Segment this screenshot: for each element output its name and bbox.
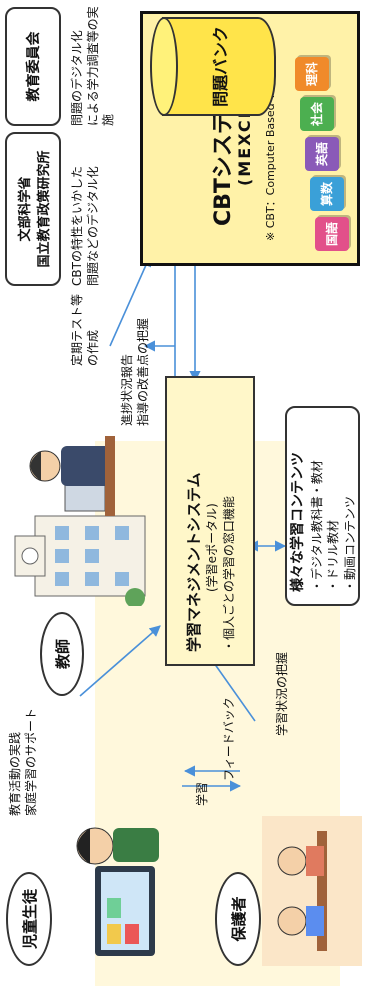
mext-caption-line-2: 問題などのデジタル化 bbox=[85, 166, 100, 286]
subject-books: 国語 算数 英語 社会 理科 bbox=[285, 16, 355, 256]
board-caption: 問題のデジタル化 による学力調査等の実施 bbox=[70, 0, 117, 126]
teacher-support-text: 教育活動の実践 家庭学習のサポート bbox=[8, 708, 39, 816]
arrow-teacher-support bbox=[79, 625, 161, 697]
book-sansu: 算数 bbox=[310, 177, 344, 211]
mext-line-1: 文部科学省 bbox=[18, 176, 33, 242]
guardian-oval: 保護者 bbox=[215, 872, 261, 966]
teacher-support-line-1: 教育活動の実践 bbox=[8, 731, 22, 816]
mext-line-2: 国立教育政策研究所 bbox=[37, 150, 52, 268]
book-kokugo: 国語 bbox=[315, 217, 349, 251]
bank-label: 問題バンク bbox=[211, 26, 230, 107]
school-illustration bbox=[5, 436, 155, 608]
guardian-illustration bbox=[262, 816, 362, 966]
teacher-support-line-2: 家庭学習のサポート bbox=[23, 707, 38, 816]
board-caption-line-1: 問題のデジタル化 bbox=[70, 30, 84, 126]
progress-line-1: 進捗状況報告 bbox=[120, 353, 134, 426]
book-shakai: 社会 bbox=[300, 97, 334, 131]
contents-box: 様々な学習コンテンツ ・デジタル教科書・教材 ・ドリル教材 ・動画コンテンツ bbox=[285, 406, 360, 606]
board-box: 教育委員会 bbox=[5, 7, 61, 126]
lms-bullet: ・個人ごとの学習の窓口機能 bbox=[221, 496, 236, 652]
contents-item-2: ・ドリル教材 bbox=[326, 519, 341, 592]
board-title: 教育委員会 bbox=[26, 31, 42, 102]
study-label: 学習 bbox=[195, 781, 209, 806]
bank-body: 問題バンク bbox=[162, 17, 276, 116]
progress-line-2: 指導の改善点の把握 bbox=[135, 317, 150, 426]
test-creation-label: 定期テスト等 の作成 bbox=[70, 294, 101, 366]
test-creation-line-2: の作成 bbox=[85, 329, 100, 366]
guardian-label: 保護者 bbox=[229, 896, 248, 942]
arrow-test-creation bbox=[109, 254, 152, 347]
contents-item-3: ・動画コンテンツ bbox=[342, 495, 357, 592]
mext-box: 文部科学省 国立教育政策研究所 bbox=[5, 132, 61, 286]
student-illustration bbox=[55, 816, 185, 966]
contents-item-1: ・デジタル教科書・教材 bbox=[310, 460, 325, 592]
lms-title: 学習マネジメントシステム bbox=[185, 472, 204, 652]
contents-title: 様々な学習コンテンツ bbox=[290, 452, 307, 592]
lms-subtitle: (学習eポータル) bbox=[205, 503, 220, 592]
test-creation-line-1: 定期テスト等 bbox=[70, 293, 84, 366]
book-eigo: 英語 bbox=[305, 137, 339, 171]
lms-box: 学習マネジメントシステム (学習eポータル) ・個人ごとの学習の窓口機能 bbox=[165, 376, 255, 666]
progress-label: 進捗状況報告 指導の改善点の把握 bbox=[120, 318, 151, 426]
bank-top bbox=[150, 17, 178, 116]
student-oval: 児童生徒 bbox=[6, 872, 52, 966]
mext-caption-line-1: CBTの特性をいかした bbox=[70, 166, 84, 286]
mext-caption: CBTの特性をいかした 問題などのデジタル化 bbox=[70, 166, 101, 286]
book-rika: 理科 bbox=[295, 57, 329, 91]
student-label: 児童生徒 bbox=[20, 889, 39, 950]
teacher-oval: 教師 bbox=[40, 612, 84, 696]
feedback-label: フィードバック bbox=[222, 697, 236, 781]
teacher-label: 教師 bbox=[53, 639, 72, 670]
board-caption-line-2: による学力調査等の実施 bbox=[85, 6, 116, 126]
guardian-status-label: 学習状況の把握 bbox=[275, 651, 289, 736]
